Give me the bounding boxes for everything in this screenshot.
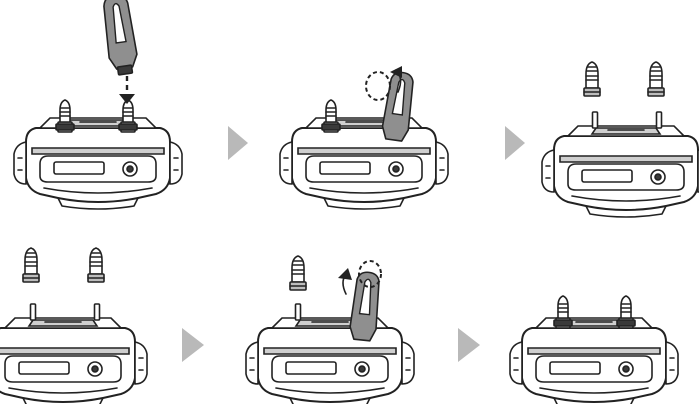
bare-post [591, 111, 599, 129]
bare-post [93, 303, 101, 321]
contact-point [118, 99, 138, 133]
step-arrow [505, 126, 525, 160]
bare-post [655, 111, 663, 129]
collar-receiver-bare-posts [541, 125, 699, 218]
insert-arrow [119, 76, 135, 104]
step-4 [0, 247, 148, 409]
step-6 [509, 295, 679, 409]
step-arrow [182, 328, 204, 362]
contact-point-new [87, 247, 105, 283]
collar-receiver [509, 317, 679, 409]
step-3 [541, 61, 699, 218]
step-1 [13, 0, 183, 210]
step-5 [245, 255, 415, 409]
collar-receiver [245, 317, 415, 409]
contact-point-new [22, 247, 40, 283]
contact-point-installed [289, 255, 307, 291]
bare-post [294, 303, 302, 321]
contact-point [553, 295, 573, 329]
step-arrow [228, 126, 248, 160]
contact-point-removed [647, 61, 665, 97]
collar-receiver [13, 117, 183, 210]
contact-point [321, 99, 341, 133]
bare-post [29, 303, 37, 321]
rotate-clockwise [338, 260, 382, 295]
contact-point-removed [583, 61, 601, 97]
contact-tool-on-post [349, 271, 380, 342]
step-2 [279, 66, 449, 210]
contact-point [55, 99, 75, 133]
rotate-counterclockwise [365, 66, 402, 101]
step-arrow [458, 328, 480, 362]
contact-tool [103, 0, 138, 76]
collar-receiver-bare-posts [0, 317, 148, 409]
contact-point [616, 295, 636, 329]
collar-receiver [279, 117, 449, 210]
